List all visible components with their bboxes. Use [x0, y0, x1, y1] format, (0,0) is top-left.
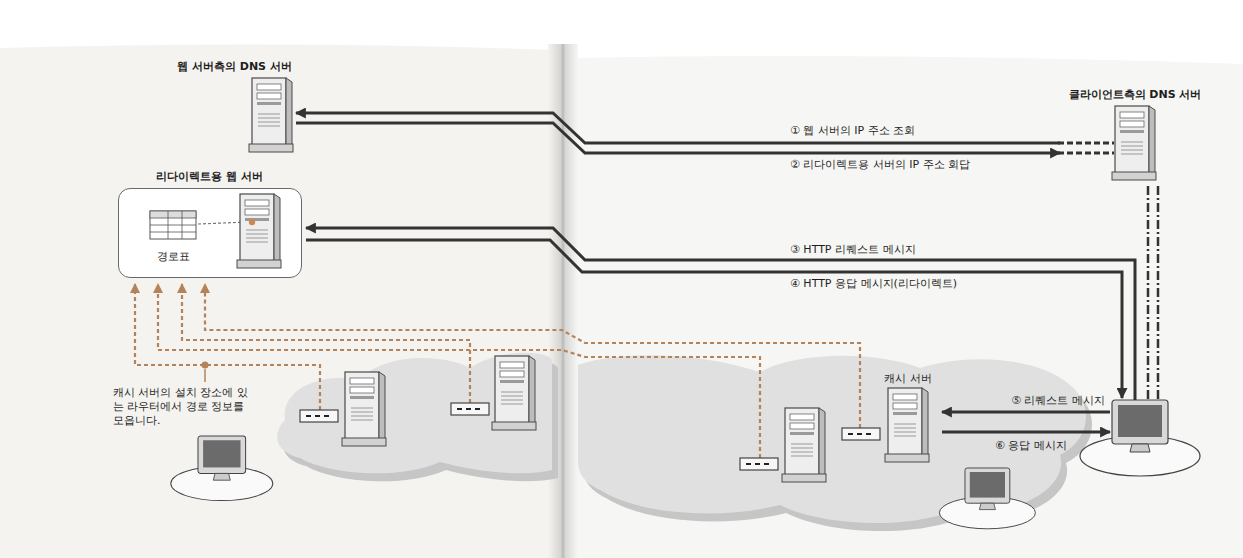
cache-server: 캐시 서버: [880, 370, 936, 467]
server-icons: [342, 372, 386, 446]
router-icons: [451, 403, 489, 415]
connector-arrow: [296, 113, 1060, 143]
pc-icons: [939, 468, 1035, 529]
route-collection-line: [182, 284, 470, 403]
server-icons: [782, 408, 826, 482]
server-icons: [237, 194, 281, 268]
step-label: ② 리다이렉트용 서버의 IP 주소 회답: [790, 158, 970, 172]
step-label: ④ HTTP 응답 메시지(리다이렉트): [790, 277, 957, 291]
dns-server: 웹 서버측의 DNS 서버: [173, 58, 296, 153]
dns-query-line: [1058, 142, 1114, 145]
step-label: ① 웹 서버의 IP 주소 조회: [790, 124, 915, 138]
book-pages: [572, 56, 1243, 558]
callout-note: 캐시 서버의 설치 장소에 있는 라우터에서 경로 정보를 모읍니다.: [113, 386, 253, 428]
message-arrow: [306, 240, 1122, 398]
route-table: 경로표: [142, 208, 204, 266]
server-icons: [249, 78, 293, 152]
server-icons: [1112, 106, 1156, 180]
server-icons: [237, 78, 1156, 482]
router-icons: [300, 403, 880, 470]
pc-icons: [171, 436, 273, 501]
callout-leader: [204, 369, 206, 382]
redirect-server-box: 리다이렉트용 웹 서버경로표: [118, 188, 302, 278]
node-heading: 웹 서버측의 DNS 서버: [177, 60, 292, 74]
network-cloud: [277, 353, 1092, 531]
connector-arrow: [296, 123, 1060, 153]
callout-leader: [202, 362, 209, 369]
server-icons: [492, 356, 536, 430]
node-heading: 클라이언트측의 DNS 서버: [1069, 88, 1202, 102]
step-label: ⑥ 응답 메시지: [995, 439, 1067, 453]
node-heading: 리다이렉트용 웹 서버: [156, 170, 263, 184]
message-arrow: [942, 431, 1110, 434]
message-arrow: [306, 228, 1135, 432]
box-ground: [118, 188, 302, 278]
server-icons: [885, 388, 929, 462]
router-icons: [842, 428, 880, 440]
dns-query-line: [1148, 184, 1158, 399]
step-label: ③ HTTP 리퀘스트 메시지: [790, 243, 916, 257]
dns-query-line: [1157, 184, 1160, 399]
dns-server: 클라이언트측의 DNS 서버: [1060, 86, 1210, 198]
router-icons: [300, 410, 338, 422]
node-label: 경로표: [157, 250, 190, 264]
route-collection-line: [158, 284, 760, 458]
network-cloud: [277, 353, 552, 474]
dns-query-line: [1058, 152, 1114, 155]
table-icon: [150, 211, 196, 239]
pc-icons: [171, 400, 1200, 529]
book-pages: [0, 44, 556, 558]
node-heading: 캐시 서버: [884, 372, 932, 386]
dns-query-line: [1147, 184, 1150, 399]
message-arrow: [306, 228, 1135, 400]
message-arrow: [942, 411, 1110, 414]
router-icons: [740, 458, 778, 470]
callout-leader: [202, 362, 209, 383]
route-collection-line: [135, 284, 860, 458]
dns-query-line: [1058, 143, 1114, 153]
table-link-dot: [249, 219, 255, 225]
step-label: ⑤ 리퀘스트 메시지: [1011, 394, 1105, 408]
